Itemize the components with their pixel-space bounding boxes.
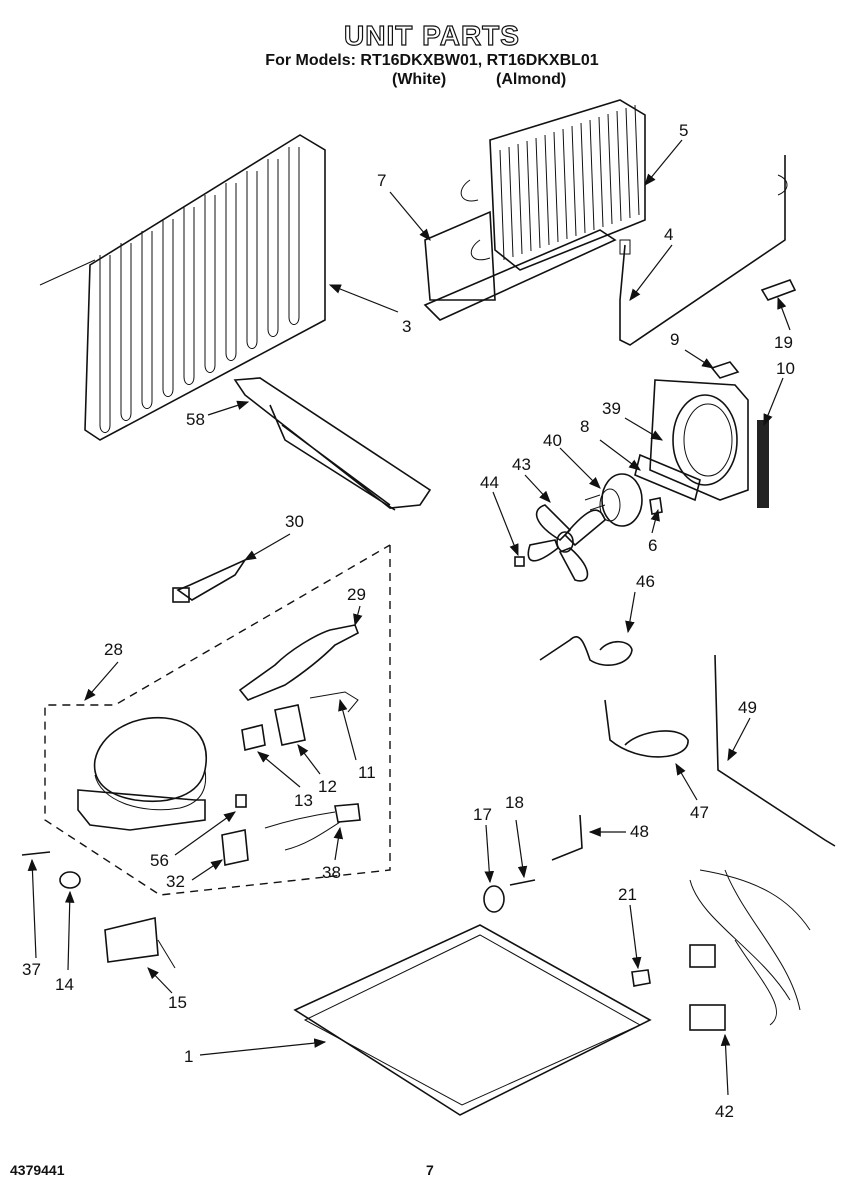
compressor: [77, 716, 207, 831]
nut-21: [631, 969, 651, 987]
callout-39: 39: [602, 399, 621, 418]
page-title: UNIT PARTS: [343, 19, 520, 51]
nut: [514, 556, 525, 567]
relay: [241, 704, 306, 751]
callout-38: 38: [322, 863, 341, 882]
callout-17: 17: [473, 805, 492, 824]
fan-motor: [584, 473, 663, 527]
base-pan: [293, 924, 652, 1116]
callout-21: 21: [618, 885, 637, 904]
filter-drier: [238, 624, 359, 701]
evaporator: [423, 99, 646, 321]
drain-tray: [233, 377, 432, 511]
fan-shroud: [634, 379, 749, 502]
drier-connector: [172, 558, 248, 603]
callout-56: 56: [150, 851, 169, 870]
callout-19: 19: [774, 333, 793, 352]
wiring-harness: [689, 869, 811, 1031]
leader-lines: [27, 139, 791, 1096]
callout-43: 43: [512, 455, 531, 474]
callout-6: 6: [648, 536, 657, 555]
foam-strip: [757, 420, 769, 508]
callout-13: 13: [294, 791, 313, 810]
callout-48: 48: [630, 822, 649, 841]
callout-12: 12: [318, 777, 337, 796]
harness: [264, 803, 361, 851]
clip: [21, 851, 51, 856]
fan-blade: [527, 504, 606, 582]
wire-11: [309, 691, 359, 713]
callout-46: 46: [636, 572, 655, 591]
capacitor: [221, 794, 249, 866]
callout-42: 42: [715, 1102, 734, 1121]
callout-11: 11: [358, 763, 376, 782]
callout-44: 44: [480, 473, 499, 492]
callout-labels: 1 3 4 5 6 7 8 9 10 11 12 13 14 15 17 18 …: [22, 121, 795, 1121]
temperature-control-tube: [619, 155, 797, 346]
callout-30: 30: [285, 512, 304, 531]
compressor-assembly-outline: [44, 544, 391, 896]
models-line: For Models: RT16DKXBW01, RT16DKXBL01: [265, 52, 599, 69]
callout-8: 8: [580, 417, 589, 436]
roller: [483, 879, 536, 913]
callout-15: 15: [168, 993, 187, 1012]
callout-1: 1: [184, 1047, 193, 1066]
callout-4: 4: [664, 225, 673, 244]
callout-49: 49: [738, 698, 757, 717]
tubing: [539, 636, 836, 861]
almond-label: (Almond): [496, 71, 567, 88]
callout-28: 28: [104, 640, 123, 659]
callout-37: 37: [22, 960, 41, 979]
callout-3: 3: [402, 317, 411, 336]
callout-5: 5: [679, 121, 688, 140]
callout-18: 18: [505, 793, 524, 812]
callout-58: 58: [186, 410, 205, 429]
page-number: 7: [426, 1162, 434, 1178]
grommet: [59, 871, 81, 889]
callout-40: 40: [543, 431, 562, 450]
white-label: (White): [392, 71, 447, 88]
spacer-block: [710, 361, 740, 379]
callout-47: 47: [690, 803, 709, 822]
condenser-coil: [39, 134, 326, 441]
callout-32: 32: [166, 872, 185, 891]
valve: [104, 917, 176, 969]
document-number: 4379441: [10, 1162, 65, 1178]
callout-14: 14: [55, 975, 74, 994]
callout-9: 9: [670, 330, 679, 349]
callout-10: 10: [776, 359, 795, 378]
callout-29: 29: [347, 585, 366, 604]
callout-7: 7: [377, 171, 386, 190]
